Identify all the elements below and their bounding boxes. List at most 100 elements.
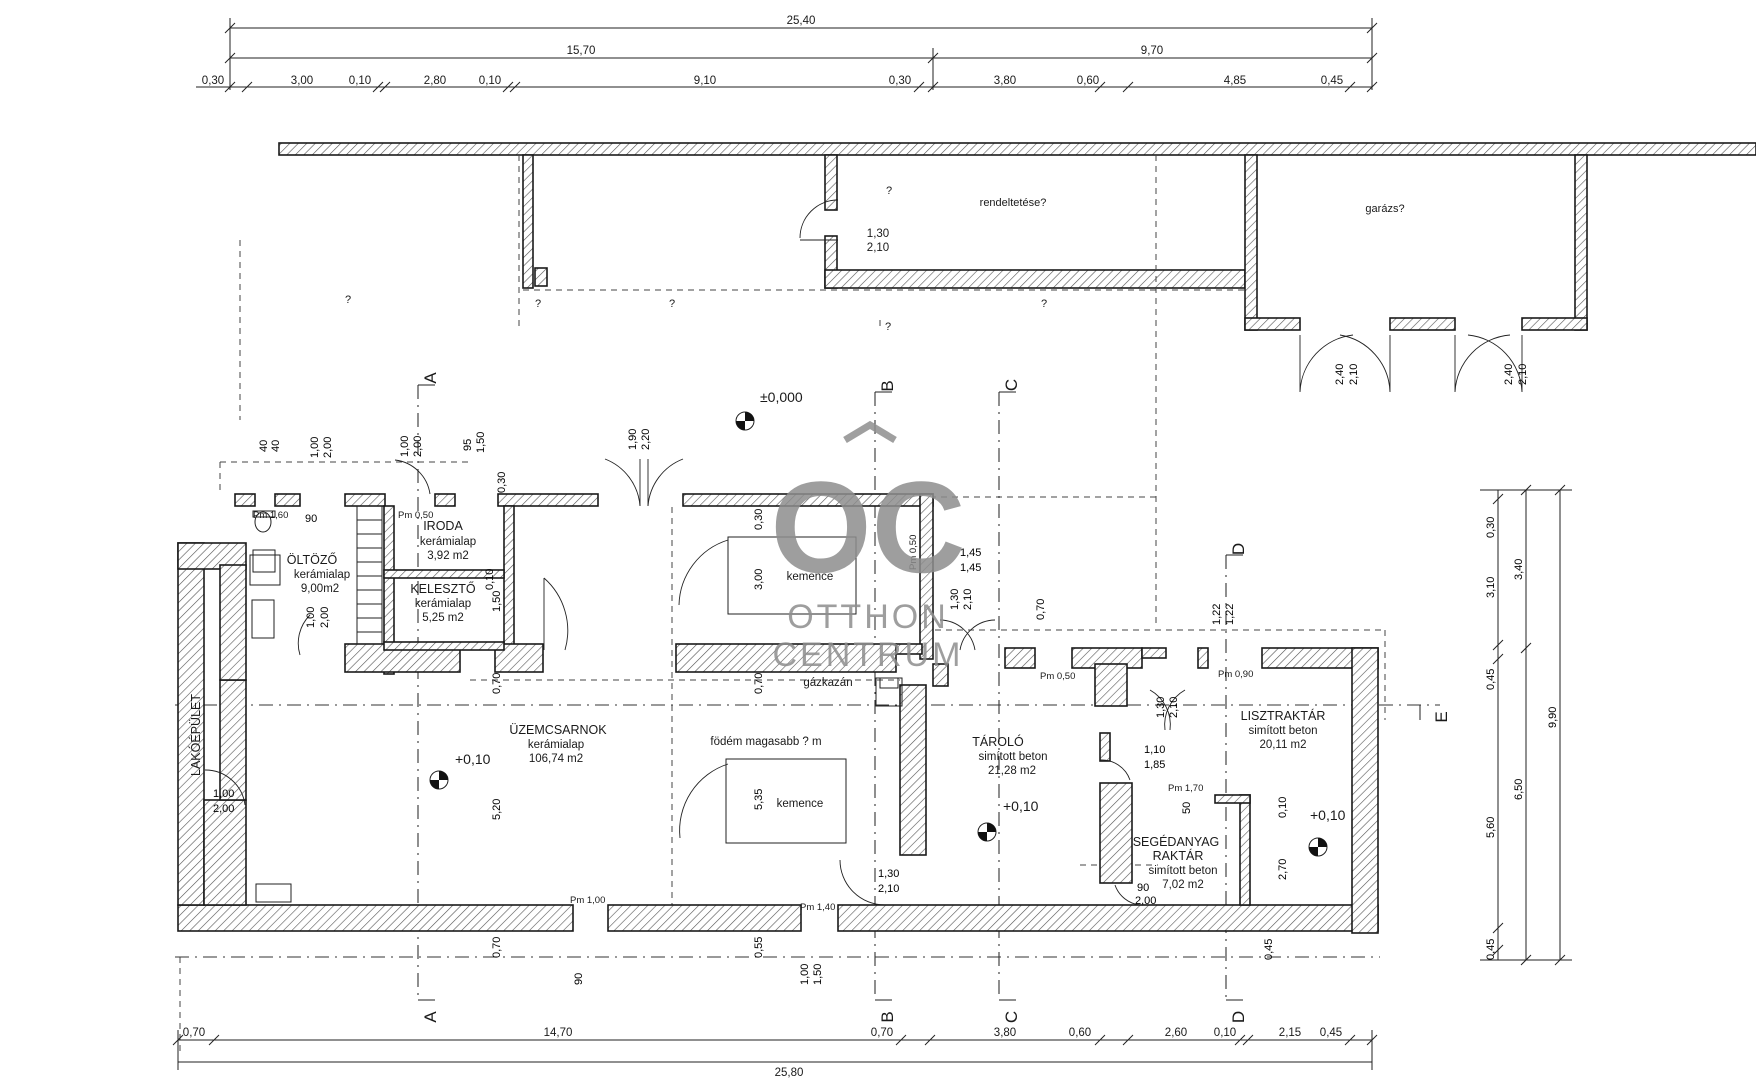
top-detail-dim: 0,45 [1321, 75, 1343, 87]
level-zero: ±0,000 [760, 389, 803, 405]
garage-door-dim: 2,40 [1503, 364, 1515, 385]
level-plus: +0,10 [1310, 807, 1346, 823]
right-dim: 6,50 [1513, 779, 1525, 800]
inner-dim: 0,70 [491, 673, 503, 694]
room-name-tarolo: TÁROLÓ [972, 734, 1024, 749]
watermark-logo: OC OTTHON CENTRUM [771, 420, 966, 674]
oven-block [727, 536, 857, 615]
unknown-mark: ? [885, 321, 891, 333]
oven-label: kemence [787, 571, 834, 583]
bottom-detail-dim: 3,80 [994, 1027, 1016, 1039]
top-detail-dim: 0,10 [349, 75, 371, 87]
opening-dim: Pm 1,60 [253, 510, 288, 521]
inner-dim: 1,22 [1211, 604, 1223, 625]
right-dim: 0,45 [1485, 939, 1497, 960]
bottom-detail-dim: 14,70 [544, 1027, 573, 1039]
level-marks: ±0,000 +0,10 +0,10 +0,10 [429, 389, 1346, 857]
room-finish: kerámialap [294, 569, 350, 581]
inner-dim: 2,00 [1135, 895, 1156, 907]
inner-dim: 2,70 [1277, 859, 1289, 880]
inner-dim: 0,70 [491, 937, 503, 958]
bottom-detail-dim: 0,60 [1069, 1027, 1091, 1039]
room-finish: kerámialap [528, 739, 584, 751]
inner-dim: 1,45 [960, 547, 981, 559]
section-label-b: B [878, 1011, 897, 1022]
watermark-otthon: OTTHON [787, 598, 949, 636]
right-dim: 0,45 [1485, 669, 1497, 690]
inner-dim: 5,35 [753, 789, 765, 810]
inner-dim: 1,50 [491, 591, 503, 612]
inner-dim: 2,10 [1168, 697, 1180, 718]
inner-dim: 0,10 [484, 569, 496, 590]
inner-dim: 0,55 [753, 937, 765, 958]
bottom-detail-dim: 0,70 [871, 1027, 893, 1039]
inner-dim: 0,10 [1277, 797, 1289, 818]
boiler-label: gázkazán [803, 677, 852, 689]
inner-dim: 1,00 [799, 964, 811, 985]
neighbour-note: garázs? [1365, 203, 1404, 215]
section-label-c: C [1002, 379, 1021, 391]
oven-block [725, 758, 847, 844]
room-area: 21,28 m2 [988, 765, 1036, 777]
unknown-mark: ? [1041, 298, 1047, 310]
inner-dim: 2,00 [322, 437, 334, 458]
room-area: 9,00m2 [301, 583, 339, 595]
top-dimension-chains: 25,40 15,70 9,70 0,30 3,00 0,10 2,80 0,1… [196, 15, 1378, 93]
section-label-e: E [1432, 711, 1451, 722]
inner-dim: 2,00 [213, 803, 234, 815]
room-name-raktar: RAKTÁR [1153, 848, 1204, 863]
inner-dim: 1,50 [475, 432, 487, 453]
unknown-mark: ? [886, 185, 892, 197]
inner-dim: 1,00 [213, 788, 234, 800]
inner-dim: 0,30 [496, 472, 508, 493]
right-dim: 5,60 [1485, 817, 1497, 838]
right-dim: 0,45 [1263, 939, 1275, 960]
room-finish: simított beton [1148, 865, 1217, 877]
bottom-detail-dim: 0,45 [1320, 1027, 1342, 1039]
room-name-lisztraktar: LISZTRAKTÁR [1241, 708, 1326, 723]
section-label-a: A [421, 372, 440, 384]
garage-door-dim: 2,10 [1348, 364, 1360, 385]
level-plus: +0,10 [1003, 798, 1039, 814]
room-area: 7,02 m2 [1162, 879, 1204, 891]
inner-dim: 2,00 [319, 607, 331, 628]
oven-label: kemence [777, 798, 824, 810]
neighbour-note: rendeltetése? [980, 197, 1047, 209]
bottom-detail-dim: 0,10 [1214, 1027, 1236, 1039]
top-detail-dim: 0,10 [479, 75, 501, 87]
inner-dim: 1,90 [627, 429, 639, 450]
level-plus: +0,10 [455, 751, 491, 767]
inner-dim: 95 [462, 439, 474, 451]
bottom-detail-dim: 2,15 [1279, 1027, 1301, 1039]
bottom-detail-dim: 2,60 [1165, 1027, 1187, 1039]
inner-dim: 40 [258, 440, 270, 452]
opening-dim: Pm 1,00 [570, 895, 605, 906]
right-dim: 9,90 [1547, 707, 1559, 728]
room-name-keleszto: KELESZTŐ [410, 581, 476, 596]
opening-dim: Pm 1,70 [1168, 783, 1203, 794]
opening-dim: Pm 0,50 [908, 535, 919, 570]
top-detail-dim: 0,30 [202, 75, 224, 87]
room-finish: kerámialap [415, 598, 471, 610]
inner-dim: 1,50 [812, 964, 824, 985]
section-label-b: B [878, 380, 897, 391]
section-label-a: A [421, 1011, 440, 1023]
inner-dim: 2,10 [962, 589, 974, 610]
top-detail-dim: 3,80 [994, 75, 1016, 87]
bottom-detail-dim: 0,70 [183, 1027, 205, 1039]
inner-dim: 1,85 [1144, 759, 1165, 771]
inner-dim: 1,00 [305, 607, 317, 628]
bottom-dimension-chains: 0,70 14,70 0,70 3,80 0,60 2,60 0,10 2,15… [172, 1027, 1378, 1079]
room-finish: kerámialap [420, 536, 476, 548]
ceiling-note: födém magasabb ? m [710, 736, 821, 748]
unknown-mark: ? [669, 298, 675, 310]
opening-dim: Pm 1,40 [800, 902, 835, 913]
top-detail-dim: 0,30 [889, 75, 911, 87]
inner-dim: 1,00 [399, 436, 411, 457]
room-area: 5,25 m2 [422, 612, 464, 624]
room-name-uzemcsarnok: ÜZEMCSARNOK [509, 723, 607, 737]
room-name-iroda: IRODA [423, 519, 463, 533]
section-label-d: D [1229, 543, 1248, 555]
watermark-oc: OC [771, 454, 966, 600]
